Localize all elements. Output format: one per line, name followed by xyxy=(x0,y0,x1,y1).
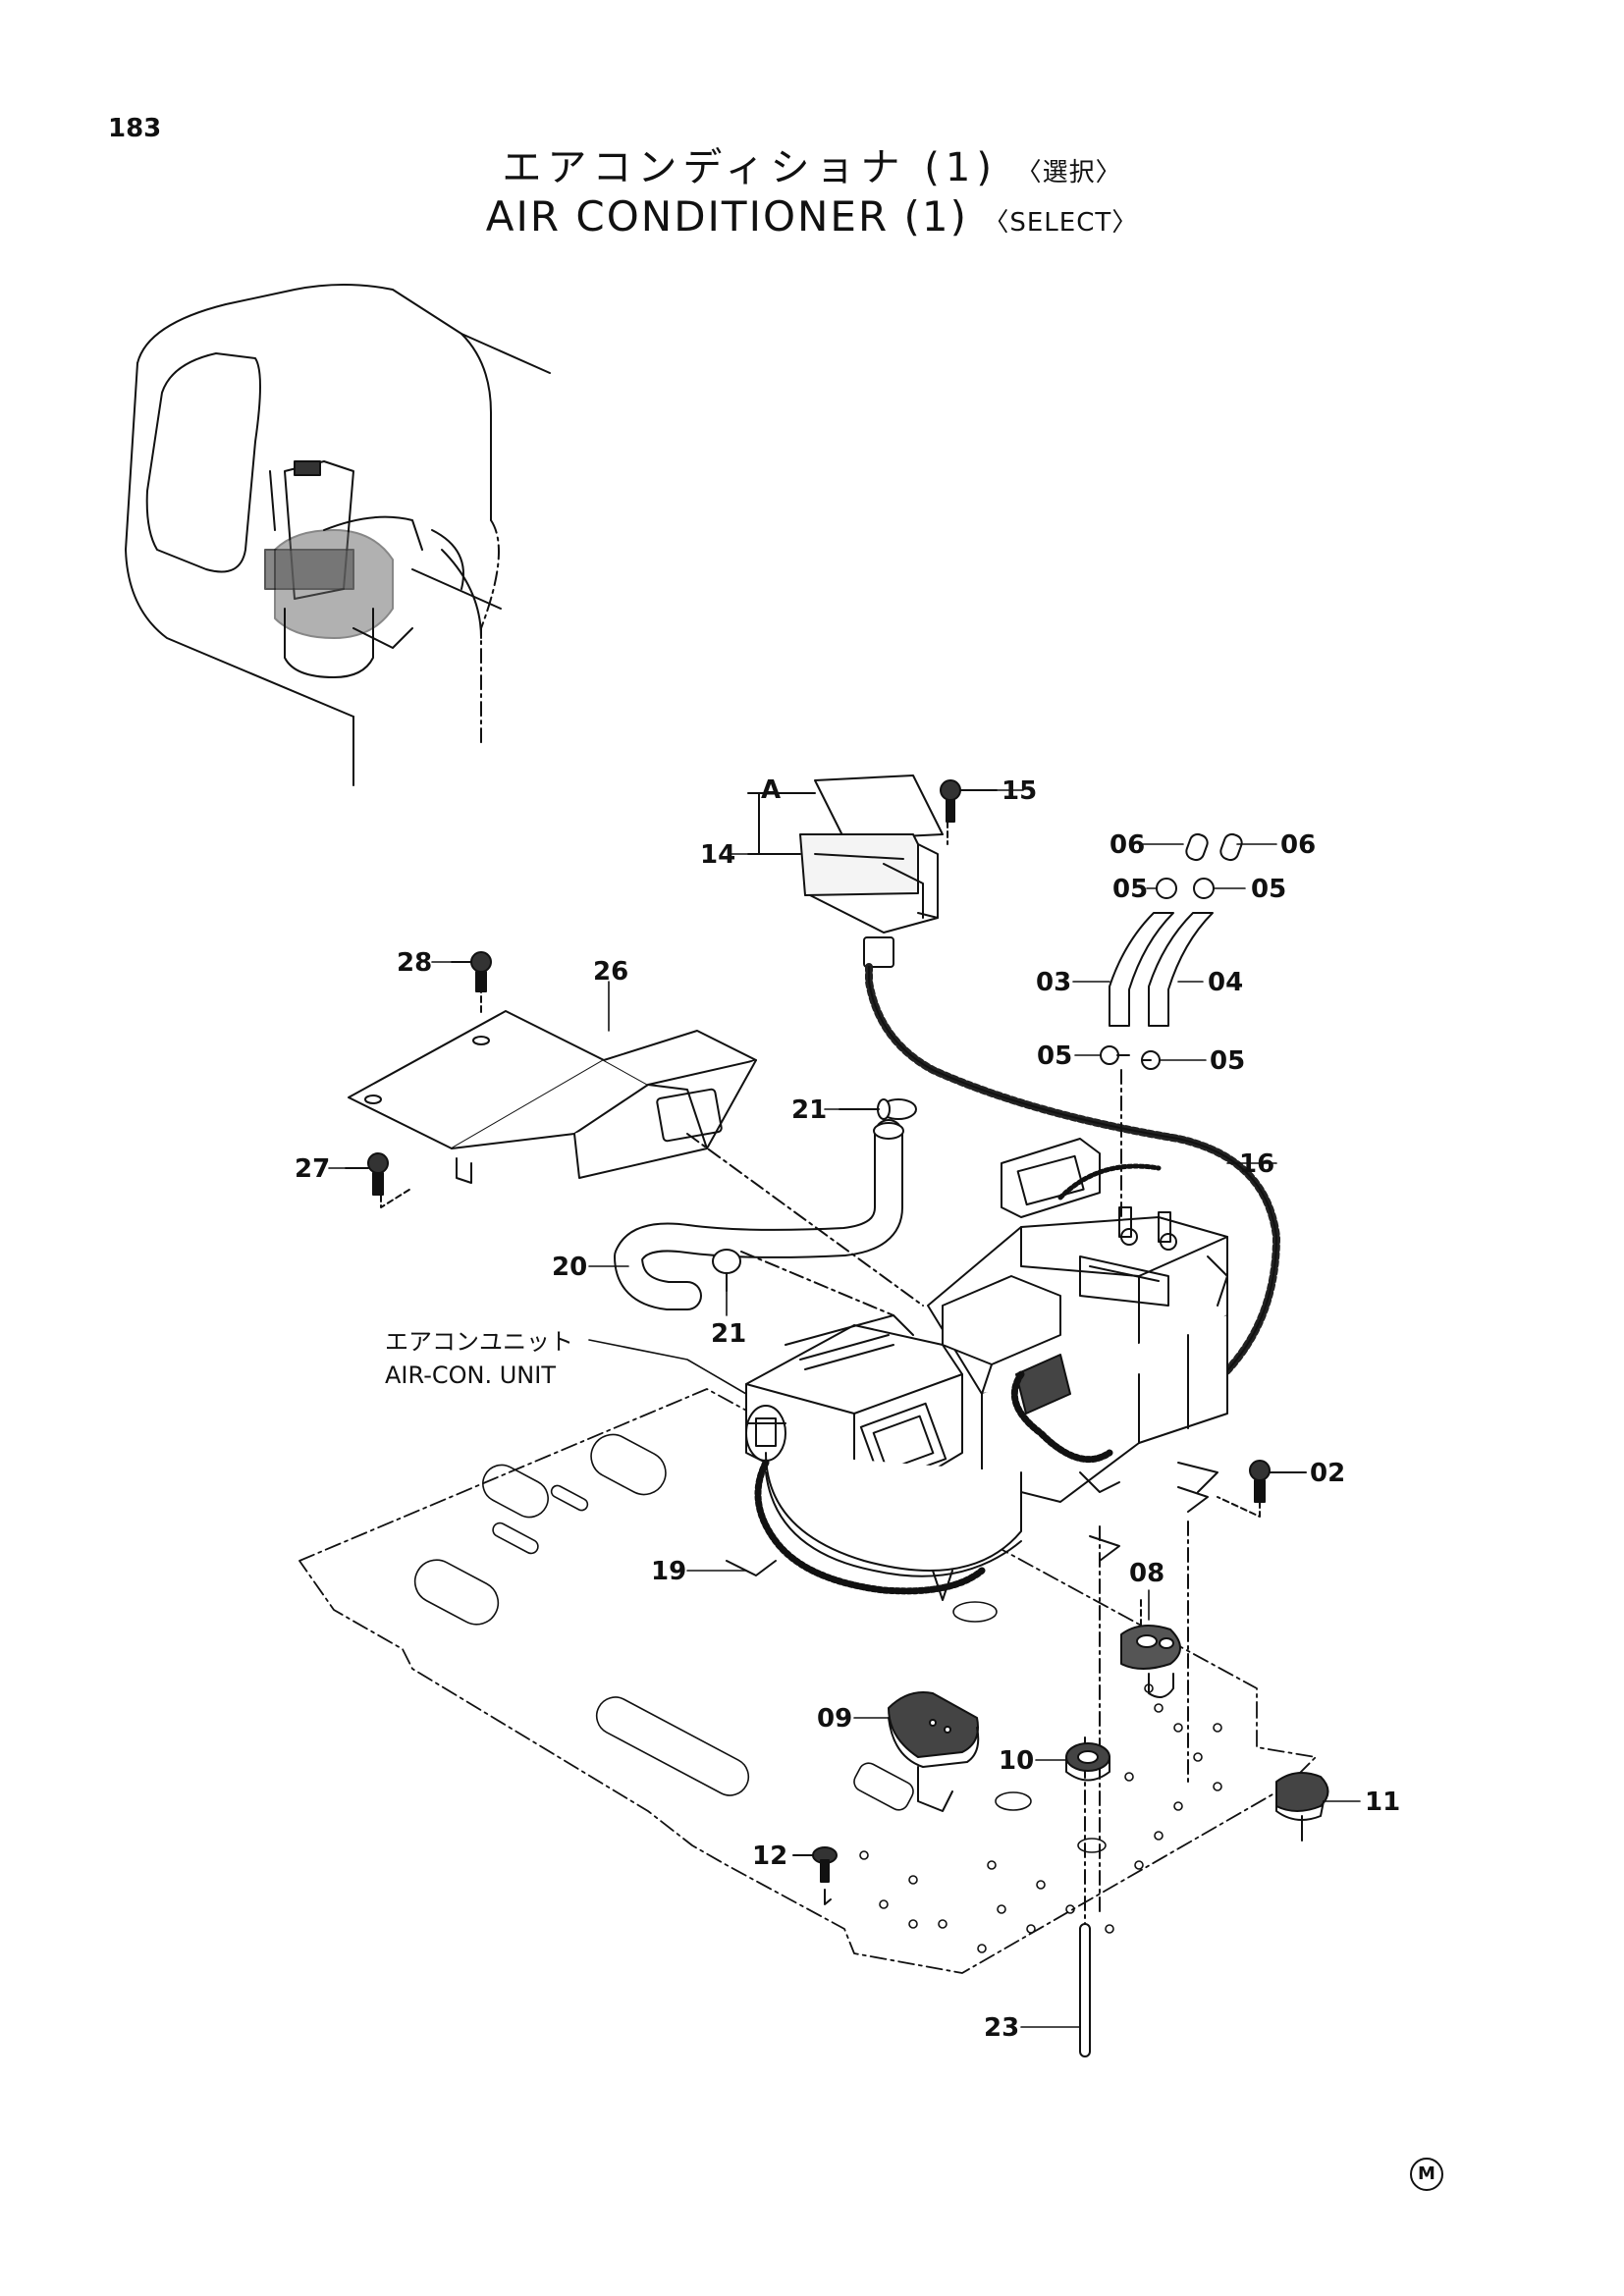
grommet-10 xyxy=(1065,1742,1110,1782)
pipe-23 xyxy=(1079,1923,1091,2057)
callout-08: 08 xyxy=(1129,1559,1165,1588)
page-title-japanese: エアコンディショナ (1) 〈選択〉 xyxy=(0,135,1624,192)
title-english-tag: 〈SELECT〉 xyxy=(983,208,1139,238)
callout-04: 04 xyxy=(1208,968,1244,997)
callout-05-lower-right: 05 xyxy=(1210,1046,1246,1076)
callout-14: 14 xyxy=(700,840,736,870)
callout-leaders xyxy=(328,789,1361,2028)
bolt-02 xyxy=(1217,1460,1307,1518)
bolt-28 xyxy=(451,951,492,992)
title-japanese-tag: 〈選択〉 xyxy=(1015,158,1122,187)
callout-05-upper-left: 05 xyxy=(1112,875,1149,904)
callout-05-lower-left: 05 xyxy=(1037,1041,1073,1071)
callout-02: 02 xyxy=(1310,1459,1346,1488)
callout-20: 20 xyxy=(552,1253,588,1282)
callout-06-right: 06 xyxy=(1280,830,1317,860)
callout-03: 03 xyxy=(1036,968,1072,997)
clamp-21-lower xyxy=(712,1249,741,1292)
duct-26 xyxy=(348,966,757,1184)
control-panel-assembly xyxy=(747,774,1280,1408)
air-con-unit xyxy=(726,1138,1228,1601)
floor-plate xyxy=(298,1388,1317,1974)
manufacturer-mark: M xyxy=(1410,2158,1443,2191)
screw-15 xyxy=(940,779,998,823)
callout-26: 26 xyxy=(593,957,629,987)
callout-10: 10 xyxy=(999,1746,1035,1776)
callout-19: 19 xyxy=(651,1557,687,1586)
screw-12 xyxy=(792,1846,838,1905)
grommet-08 xyxy=(1120,1625,1181,1698)
bolt-27 xyxy=(345,1152,413,1208)
callout-27: 27 xyxy=(295,1154,331,1184)
title-english-text: AIR CONDITIONER (1) xyxy=(485,192,968,240)
page-number: 183 xyxy=(108,114,162,143)
air-con-unit-label-japanese: エアコンユニット xyxy=(385,1328,573,1356)
cab-thumbnail xyxy=(125,284,551,786)
callout-21-lower: 21 xyxy=(711,1319,747,1349)
callout-06-left: 06 xyxy=(1110,830,1146,860)
pad-09 xyxy=(888,1691,980,1812)
callout-05-upper-right: 05 xyxy=(1251,875,1287,904)
title-japanese-text: エアコンディショナ (1) xyxy=(502,145,998,190)
callout-28: 28 xyxy=(397,948,433,978)
hose-pipes xyxy=(1100,832,1243,1267)
callout-16: 16 xyxy=(1239,1149,1275,1179)
air-con-unit-label: エアコンユニット AIR-CON. UNIT xyxy=(385,1325,573,1392)
air-con-unit-label-english: AIR-CON. UNIT xyxy=(385,1362,556,1389)
callout-15: 15 xyxy=(1001,776,1038,806)
callout-11: 11 xyxy=(1365,1788,1401,1817)
group-label-a: A xyxy=(761,775,782,805)
callout-21-upper: 21 xyxy=(791,1095,828,1125)
hose-20 xyxy=(614,1119,904,1310)
floor-plate-features xyxy=(413,1433,1222,1953)
callout-23: 23 xyxy=(984,2013,1020,2043)
callout-09: 09 xyxy=(817,1704,853,1734)
page-title-english: AIR CONDITIONER (1) 〈SELECT〉 xyxy=(0,192,1624,240)
pad-11 xyxy=(1275,1772,1329,1821)
clamp-21-upper xyxy=(839,1098,917,1120)
callout-12: 12 xyxy=(752,1842,788,1871)
